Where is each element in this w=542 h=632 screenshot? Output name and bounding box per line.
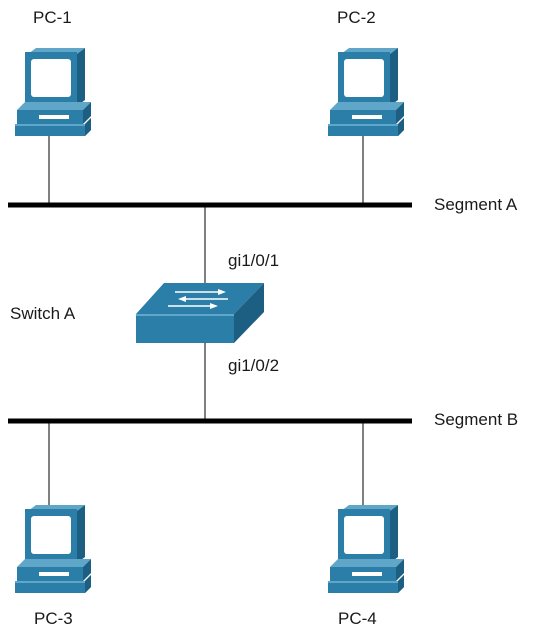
pc2-label: PC-2 [337,8,376,27]
pc3-label: PC-3 [34,609,73,628]
pc1-icon [15,48,91,136]
pc2-icon [328,48,404,136]
pc4-label: PC-4 [338,609,377,628]
segment-b-label: Segment B [434,410,518,429]
pc1-label: PC-1 [33,8,72,27]
port-gi1-0-1-label: gi1/0/1 [228,251,279,270]
pc4-icon [328,505,404,593]
port-gi1-0-2-label: gi1/0/2 [228,356,279,375]
segment-a-label: Segment A [434,195,518,214]
switch-a-label: Switch A [10,304,76,323]
switch-a-icon [136,283,264,343]
pc3-icon [15,505,91,593]
